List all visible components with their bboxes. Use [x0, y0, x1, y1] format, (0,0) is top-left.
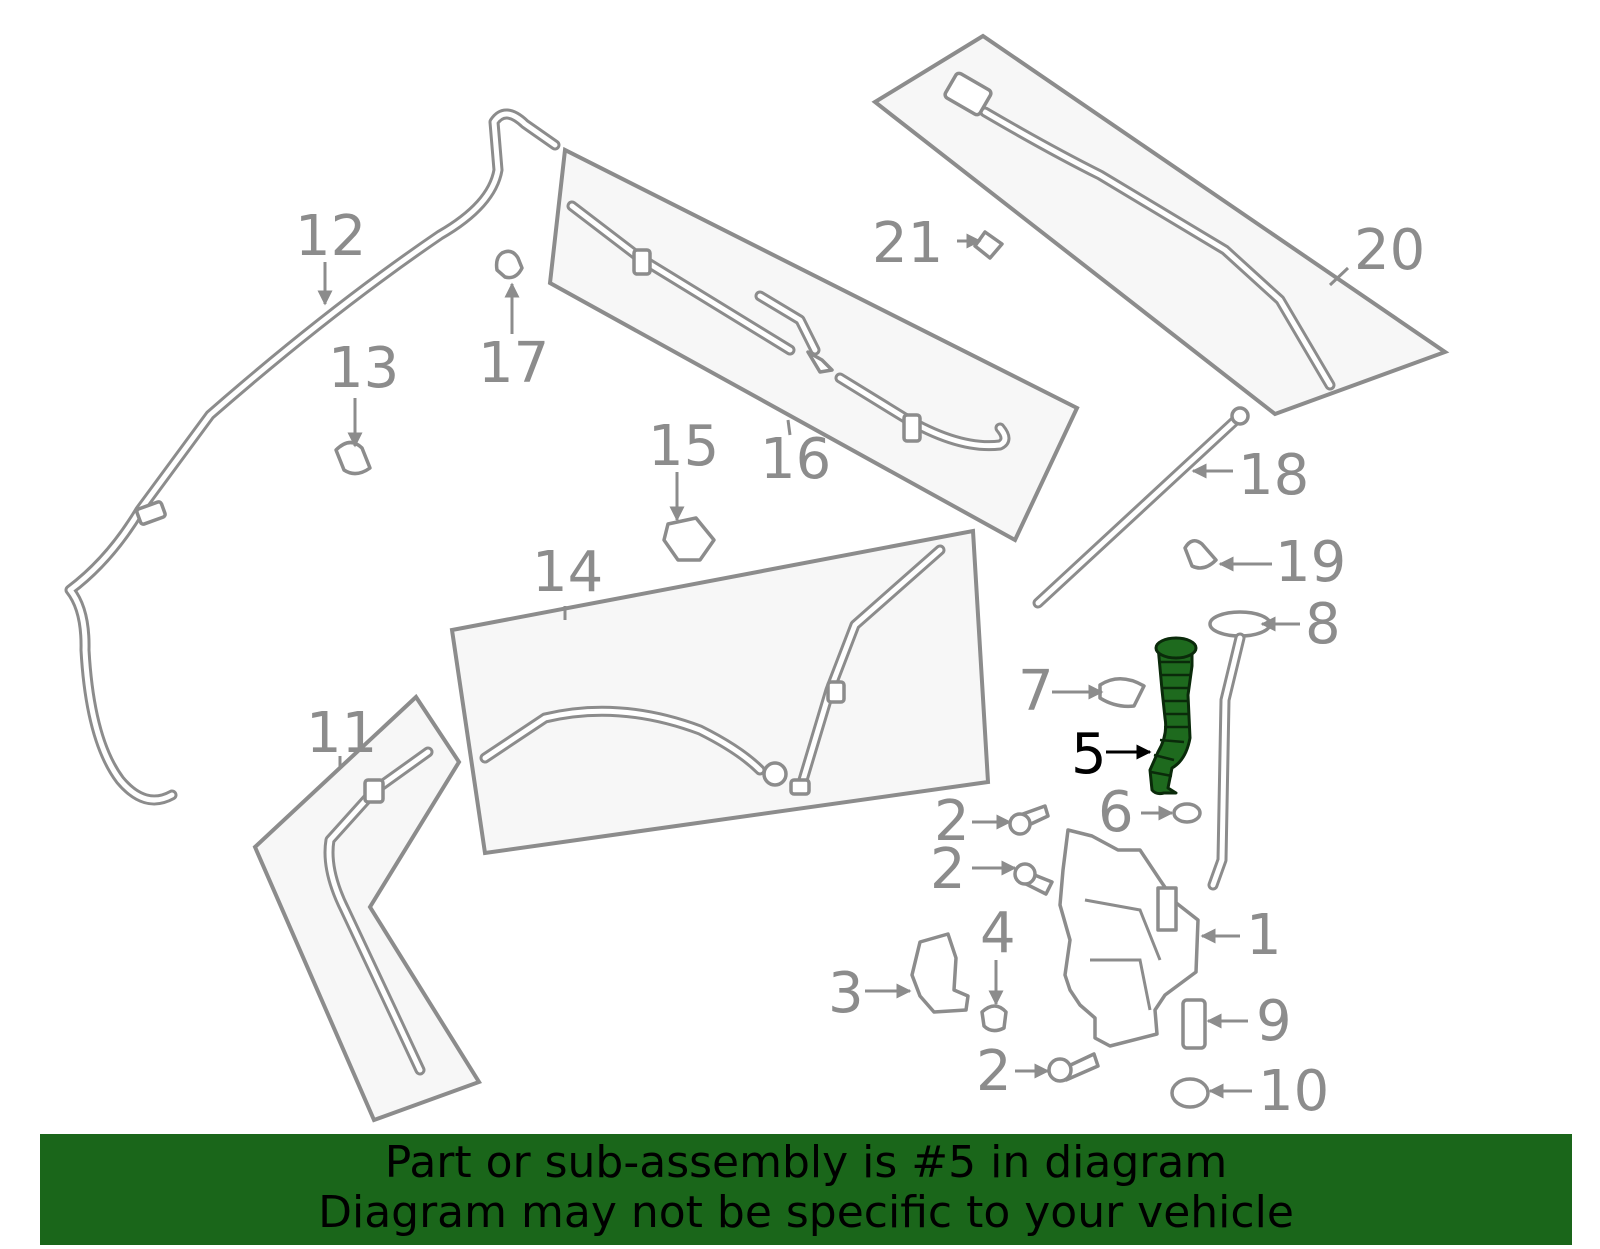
callout-15: 15 [648, 414, 719, 479]
hose-16 [566, 200, 1011, 452]
hose-5-highlighted [1148, 636, 1198, 796]
info-banner: Part or sub-assembly is #5 in diagram Di… [40, 1134, 1572, 1245]
callout-2b: 2 [930, 837, 966, 902]
hose-11 [323, 746, 434, 1076]
hose-14 [479, 544, 946, 796]
callout-4: 4 [980, 901, 1016, 966]
hose-12 [64, 108, 561, 806]
callout-3: 3 [828, 961, 864, 1026]
hose-clip-icon [632, 248, 652, 276]
grommet-4 [980, 1004, 1008, 1033]
callout-13: 13 [328, 336, 399, 401]
connector-icon [943, 71, 993, 117]
callout-8: 8 [1305, 592, 1341, 657]
callout-18: 18 [1238, 443, 1309, 508]
nozzle-15 [662, 516, 716, 562]
banner-line-1: Part or sub-assembly is #5 in diagram [384, 1137, 1228, 1188]
rod-end-icon [1230, 406, 1250, 426]
callout-16: 16 [760, 427, 831, 492]
callout-14: 14 [532, 540, 603, 605]
callout-1: 1 [1246, 903, 1282, 968]
callout-7: 7 [1018, 659, 1054, 724]
callout-11: 11 [306, 701, 377, 766]
callout-10: 10 [1258, 1059, 1329, 1124]
elbow-icon [789, 778, 811, 796]
callout-2c: 2 [976, 1039, 1012, 1104]
panel-11 [252, 693, 483, 1123]
callout-2a: 2 [934, 789, 970, 854]
reservoir-1 [1058, 828, 1200, 1048]
rod-18 [1032, 406, 1250, 609]
callout-9: 9 [1256, 989, 1292, 1054]
callout-5: 5 [1071, 722, 1107, 787]
hose-clip-icon [363, 778, 385, 804]
seal-10 [1170, 1077, 1210, 1109]
bracket-21 [973, 230, 1004, 260]
hose-clip-icon [826, 680, 846, 704]
grommet-6 [1172, 802, 1202, 824]
clip-7 [1098, 677, 1146, 709]
clamp-19 [1183, 539, 1218, 570]
clamp-13 [334, 440, 372, 476]
clip-17 [494, 249, 524, 280]
banner-line-2: Diagram may not be specific to your vehi… [318, 1187, 1294, 1238]
motor-3 [910, 932, 970, 1014]
hose-20 [943, 71, 1336, 391]
callout-12: 12 [295, 204, 366, 269]
callout-21: 21 [872, 211, 943, 276]
connector-icon [762, 761, 788, 787]
callout-19: 19 [1275, 530, 1346, 595]
cap-8 [1208, 610, 1272, 638]
callout-20: 20 [1354, 218, 1425, 283]
hose-clip-icon [135, 500, 167, 526]
y-connector-icon [806, 350, 834, 374]
filter-9 [1181, 998, 1207, 1050]
hose-clip-icon [902, 413, 922, 443]
callout-17: 17 [478, 331, 549, 396]
panel-14 [449, 528, 991, 856]
callout-6: 6 [1098, 780, 1134, 845]
